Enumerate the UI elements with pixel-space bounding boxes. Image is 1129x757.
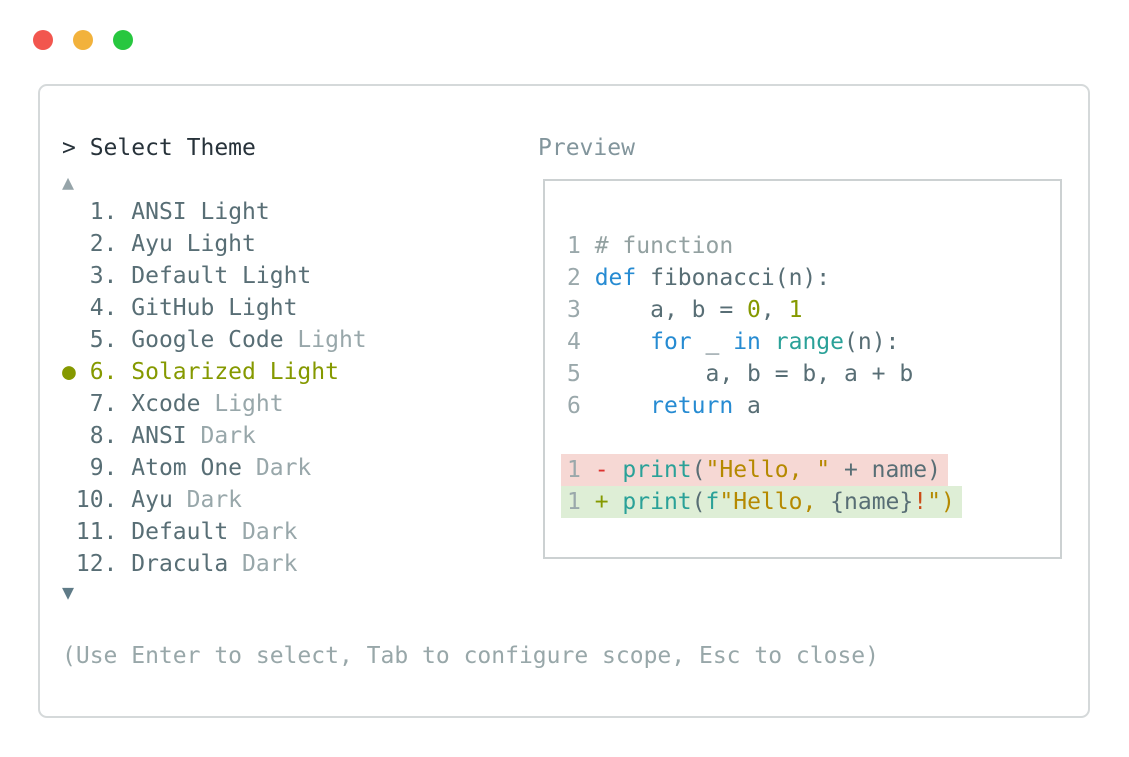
theme-option-variant: Light	[186, 231, 256, 257]
theme-option-number: 3.	[75, 263, 132, 289]
theme-option-number: 4.	[75, 295, 132, 321]
theme-option[interactable]: 8. ANSI Dark	[62, 420, 367, 452]
code-line: 5 a, b = b, a + b	[567, 358, 962, 390]
theme-option-variant: Light	[242, 263, 312, 289]
dialog-title: > Select Theme	[62, 135, 256, 161]
theme-option-name: Solarized	[131, 359, 270, 385]
line-number: 2	[567, 265, 595, 291]
selected-marker-icon	[62, 423, 76, 449]
theme-option-name: Ayu	[131, 231, 187, 257]
theme-option-name: Google Code	[131, 327, 298, 353]
selected-marker-icon	[62, 487, 76, 513]
theme-option[interactable]: 2. Ayu Light	[62, 228, 367, 260]
help-text: (Use Enter to select, Tab to configure s…	[62, 643, 879, 669]
theme-option-name: Default	[131, 519, 243, 545]
code-tokens: return a	[650, 393, 761, 419]
theme-option-number: 6.	[75, 359, 132, 385]
code-line	[567, 422, 962, 454]
theme-option-number: 7.	[75, 391, 132, 417]
selected-marker-icon	[62, 199, 76, 225]
theme-option-variant: Dark	[242, 519, 298, 545]
code-line: 6 return a	[567, 390, 962, 422]
selected-marker-icon	[62, 327, 76, 353]
theme-option[interactable]: 9. Atom One Dark	[62, 452, 367, 484]
theme-option-number: 2.	[75, 231, 132, 257]
theme-list: 1. ANSI Light 2. Ayu Light 3. Default Li…	[62, 196, 367, 580]
scroll-up-icon[interactable]: ▲	[62, 170, 75, 194]
theme-option-number: 1.	[75, 199, 132, 225]
theme-option-variant: Dark	[200, 423, 256, 449]
theme-option[interactable]: 12. Dracula Dark	[62, 548, 367, 580]
theme-option-variant: Light	[228, 295, 298, 321]
line-number: 5	[567, 361, 595, 387]
line-number: 1	[567, 457, 595, 483]
theme-option[interactable]: 1. ANSI Light	[62, 196, 367, 228]
theme-option-name: Xcode	[131, 391, 215, 417]
line-number: 3	[567, 297, 595, 323]
code-line: 4 for _ in range(n):	[567, 326, 962, 358]
selected-marker-icon	[62, 551, 76, 577]
theme-option-variant: Dark	[186, 487, 243, 513]
theme-option[interactable]: ● 6. Solarized Light	[62, 356, 367, 388]
theme-option-variant: Dark	[255, 455, 312, 481]
theme-option[interactable]: 11. Default Dark	[62, 516, 367, 548]
preview-panel: 1 # function 2 def fibonacci(n): 3 a, b …	[543, 179, 1062, 559]
theme-option-variant: Light	[214, 391, 284, 417]
code-line: 3 a, b = 0, 1	[567, 294, 962, 326]
selected-marker-icon	[62, 519, 76, 545]
theme-option-name: Ayu	[131, 487, 187, 513]
line-number: 4	[567, 329, 595, 355]
selected-marker-icon	[62, 231, 76, 257]
window-controls	[33, 30, 133, 50]
scroll-down-icon[interactable]: ▼	[62, 580, 75, 604]
code-line: 1 # function	[567, 230, 962, 262]
code-line: 1 - print("Hello, " + name)	[561, 454, 948, 486]
code-line: 2 def fibonacci(n):	[567, 262, 962, 294]
code-preview: 1 # function 2 def fibonacci(n): 3 a, b …	[561, 230, 962, 518]
theme-option-name: GitHub	[131, 295, 229, 321]
theme-option-name: Default	[131, 263, 243, 289]
theme-option-number: 5.	[75, 327, 132, 353]
code-tokens: a, b = 0, 1	[594, 297, 803, 323]
theme-option-name: Dracula	[131, 551, 243, 577]
theme-option-variant: Light	[269, 359, 339, 385]
code-tokens: def fibonacci(n):	[594, 265, 831, 291]
theme-option-variant: Light	[297, 327, 367, 353]
theme-option-name: Atom One	[131, 455, 256, 481]
theme-option-name: ANSI	[131, 199, 201, 225]
selected-marker-icon: ●	[62, 359, 76, 385]
theme-option[interactable]: 5. Google Code Light	[62, 324, 367, 356]
theme-option-number: 10.	[75, 487, 132, 513]
theme-option-name: ANSI	[131, 423, 201, 449]
theme-option-variant: Light	[200, 199, 270, 225]
code-tokens: + print(f"Hello, {name}!")	[594, 489, 955, 515]
preview-label: Preview	[538, 135, 635, 161]
selected-marker-icon	[62, 295, 76, 321]
line-number: 1	[567, 233, 595, 259]
theme-option-number: 12.	[75, 551, 132, 577]
selected-marker-icon	[62, 391, 76, 417]
code-tokens: # function	[594, 233, 734, 259]
theme-option-number: 8.	[75, 423, 132, 449]
theme-option[interactable]: 3. Default Light	[62, 260, 367, 292]
selected-marker-icon	[62, 263, 76, 289]
code-tokens: for _ in range(n):	[650, 329, 900, 355]
theme-option-variant: Dark	[242, 551, 298, 577]
code-line: 1 + print(f"Hello, {name}!")	[561, 486, 962, 518]
theme-option[interactable]: 10. Ayu Dark	[62, 484, 367, 516]
line-number: 1	[567, 489, 595, 515]
line-number: 6	[567, 393, 595, 419]
theme-option[interactable]: 4. GitHub Light	[62, 292, 367, 324]
minimize-button[interactable]	[73, 30, 93, 50]
zoom-button[interactable]	[113, 30, 133, 50]
code-tokens: a, b = b, a + b	[594, 361, 914, 387]
selected-marker-icon	[62, 455, 76, 481]
close-button[interactable]	[33, 30, 53, 50]
theme-option-number: 9.	[75, 455, 132, 481]
theme-option-number: 11.	[75, 519, 132, 545]
code-tokens: - print("Hello, " + name)	[594, 457, 941, 483]
theme-option[interactable]: 7. Xcode Light	[62, 388, 367, 420]
theme-picker-dialog: > Select Theme ▲ 1. ANSI Light 2. Ayu Li…	[38, 84, 1090, 718]
